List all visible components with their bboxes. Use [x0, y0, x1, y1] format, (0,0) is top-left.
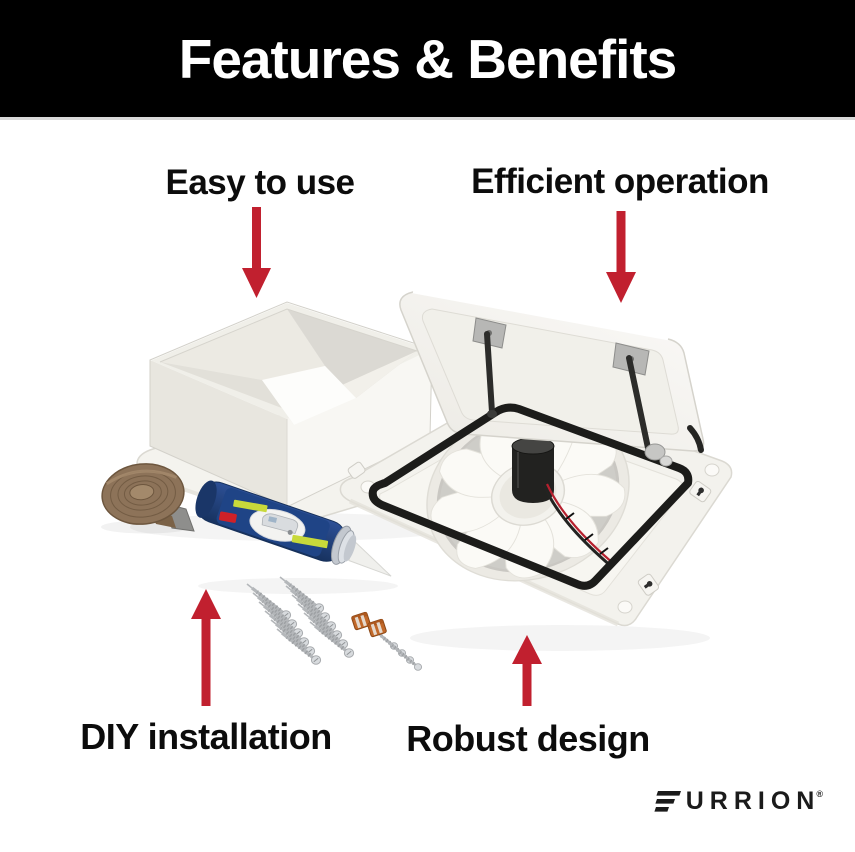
furrion-logo: URRION ® — [654, 789, 823, 814]
butyl-tape-roll — [101, 463, 195, 532]
sealant-nozzle — [348, 540, 392, 577]
header-banner: Features & Benefits — [0, 0, 855, 120]
feature-label-robust-design: Robust design — [406, 718, 650, 759]
arrow-down-easy-to-use — [242, 207, 271, 298]
lid-seal-edge — [687, 425, 704, 453]
lid-lift-struts — [484, 331, 673, 467]
registered-trademark: ® — [816, 789, 823, 799]
garnish-wall-left — [150, 360, 287, 507]
garnish-wall-right — [287, 349, 432, 507]
flange-latch-tabs — [347, 461, 712, 596]
furrion-f-icon — [654, 791, 681, 812]
wire-connectors — [351, 611, 387, 638]
motor-wires — [542, 483, 615, 569]
roof-vent-garnish-box — [136, 300, 459, 525]
sealant-label — [216, 488, 330, 557]
feature-arrows — [191, 207, 636, 706]
feature-label-efficient-operation: Efficient operation — [471, 162, 769, 201]
arrow-down-efficient-operation — [606, 211, 636, 303]
garnish-opening — [262, 366, 356, 425]
feature-label-diy-installation: DIY installation — [80, 716, 332, 757]
arrow-up-diy-installation — [191, 589, 221, 706]
feature-label-easy-to-use: Easy to use — [165, 163, 355, 202]
arrow-up-robust-design — [512, 635, 542, 706]
rubber-gasket-seal — [368, 403, 693, 590]
furrion-logo-text: URRION — [685, 787, 821, 815]
sealant-tube — [195, 480, 392, 577]
vent-fan-unit — [339, 290, 733, 627]
fan-motor — [511, 437, 555, 503]
page-title: Features & Benefits — [178, 27, 678, 90]
